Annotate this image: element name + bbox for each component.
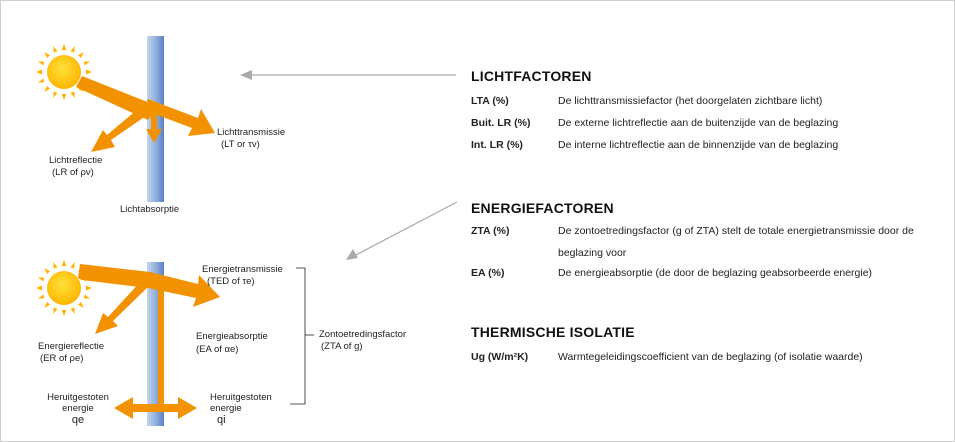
solar-factor-symbol: (ZTA of g) [321, 341, 363, 352]
section-title-light: LICHTFACTOREN [471, 68, 592, 84]
factor-description: De interne lichtreflectie aan de binnenz… [558, 139, 839, 151]
energy-transmission-label: Energietransmissie [202, 264, 283, 275]
factor-description: Warmtegeleidingscoefficient van de begla… [558, 351, 863, 363]
factor-description: De energieabsorptie (de door de beglazin… [558, 267, 873, 279]
factor-key: Buit. LR (%) [471, 117, 531, 129]
emitted-in-label: Heruitgestoten [210, 392, 272, 403]
glazing-diagrams: Lichttransmissie (LT or τv) Lichtreflect… [0, 0, 470, 442]
emitted-in-label-2: energie [210, 403, 242, 414]
energy-absorption-symbol: (EA of αe) [196, 344, 239, 355]
factor-key: ZTA (%) [471, 225, 510, 237]
sun-icon [36, 260, 92, 316]
energy-reflection-symbol: (ER of ρe) [40, 353, 84, 364]
section-title-energy: ENERGIEFACTOREN [471, 200, 614, 216]
diagram-graphics [36, 36, 458, 426]
pointer-arrow-bottom [346, 201, 458, 260]
emitted-out-label-2: energie [62, 403, 94, 414]
emitted-out-symbol: qe [71, 414, 85, 426]
light-reflection-label: Lichtreflectie [49, 155, 103, 166]
factor-description: De zontoetredingsfactor (g of ZTA) stelt… [558, 225, 914, 259]
solar-factor-label: Zontoetredingsfactor [319, 329, 407, 340]
emitted-out-label: Heruitgestoten [47, 392, 109, 403]
light-absorption-label: Lichtabsorptie [120, 204, 180, 215]
emitted-in-symbol: qi [217, 414, 226, 426]
energy-absorption-label: Energieabsorptie [196, 331, 268, 342]
pointer-arrow-top [240, 70, 456, 80]
factor-description: De lichttransmissiefactor (het doorgelat… [558, 95, 823, 107]
section-title-thermal: THERMISCHE ISOLATIE [471, 324, 635, 340]
light-transmission-label: Lichttransmissie [217, 127, 286, 138]
factor-key: EA (%) [471, 267, 505, 279]
factor-description: De externe lichtreflectie aan de buitenz… [558, 117, 839, 129]
factor-key: Int. LR (%) [471, 139, 523, 151]
light-transmission-symbol: (LT or τv) [221, 139, 260, 150]
sun-icon [36, 44, 92, 100]
factor-key: Ug (W/m²K) [471, 351, 529, 363]
light-beams [76, 76, 215, 152]
energy-transmission-symbol: (TED of τe) [207, 276, 255, 287]
solar-factor-bracket [290, 267, 314, 405]
energy-reflection-label: Energiereflectie [38, 341, 105, 352]
energy-beams [78, 264, 220, 419]
light-reflection-symbol: (LR of ρv) [52, 167, 94, 178]
factor-key: LTA (%) [471, 95, 509, 107]
